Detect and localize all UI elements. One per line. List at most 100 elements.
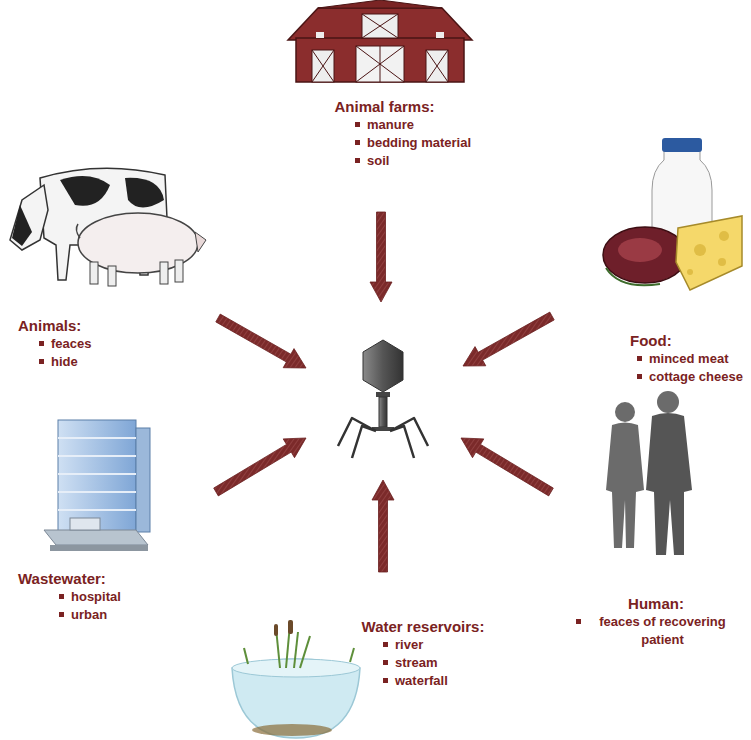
food-illustration-part: [606, 268, 660, 285]
food-illustration-part: [694, 244, 706, 256]
source-item: waterfall: [382, 672, 508, 690]
hospital-building-illustration-part: [58, 438, 136, 510]
source-item: hide: [38, 353, 128, 371]
arrow: [214, 438, 306, 496]
arrow: [372, 480, 394, 572]
bacteriophage-icon-part: [338, 418, 428, 458]
arrow: [216, 314, 306, 368]
source-item: bedding material: [354, 134, 473, 152]
people-silhouette-part: [606, 423, 644, 549]
water-reservoir-illustration-part-part: [294, 632, 298, 668]
barn-illustration-part: [296, 38, 464, 82]
source-list: feaces of recovering patient: [572, 613, 740, 649]
bacteriophage-icon-part-part: [352, 426, 376, 458]
water-reservoir-illustration: [232, 620, 360, 738]
source-list: manurebedding materialsoil: [296, 116, 473, 170]
source-list: minced meatcottage cheese: [630, 350, 745, 386]
people-silhouette-part: [657, 391, 679, 413]
cow-pig-illustration-part: [76, 224, 80, 238]
cow-pig-illustration-part: [108, 266, 116, 286]
source-item: minced meat: [636, 350, 745, 368]
source-heading: Animals:: [18, 316, 128, 335]
food-illustration-part: [719, 231, 729, 241]
source-item: manure: [354, 116, 473, 134]
source-heading: Wastewater:: [18, 569, 138, 588]
cow-pig-illustration-part: [125, 178, 164, 208]
arrow: [463, 312, 554, 366]
bacteriophage-icon-part: [363, 340, 403, 392]
source-heading: Water reservoirs:: [338, 617, 508, 636]
barn-illustration-part: [362, 14, 398, 38]
barn-illustration-part: [436, 32, 444, 38]
barn-illustration-part: [356, 46, 404, 82]
water-reservoir-illustration-part-part: [350, 648, 354, 662]
bacteriophage-icon-part: [379, 397, 387, 427]
barn-illustration-part: [288, 8, 472, 40]
food-illustration: [603, 138, 742, 290]
water-reservoir-illustration-part: [232, 659, 360, 738]
source-group: Animal farms:manurebedding materialsoil: [296, 97, 473, 170]
barn-illustration-part: [312, 50, 334, 82]
cow-pig-illustration-part: [12, 205, 32, 246]
bacteriophage-icon-part-part: [392, 418, 428, 446]
bacteriophage-icon: [338, 340, 428, 458]
cow-pig-illustration-part: [10, 185, 48, 250]
barn-illustration-part: [318, 0, 442, 8]
source-group: Wastewater:hospitalurban: [18, 569, 138, 624]
cow-pig-illustration-part: [175, 260, 183, 282]
food-illustration-part: [718, 258, 726, 266]
water-reservoir-illustration-part: [244, 624, 354, 668]
barn-illustration: [288, 0, 472, 82]
people-silhouette-part: [615, 402, 635, 422]
source-item: river: [382, 636, 508, 654]
water-reservoir-illustration-part: [232, 659, 360, 677]
people-silhouette: [606, 391, 692, 555]
cow-pig-illustration: [10, 168, 206, 286]
bacteriophage-icon-part: [376, 392, 390, 397]
arrow: [461, 438, 553, 496]
source-item: cottage cheese: [636, 368, 745, 386]
cow-pig-illustration-part: [160, 262, 168, 284]
barn-illustration-part: [426, 50, 448, 82]
source-group: Food:minced meatcottage cheese: [630, 331, 745, 386]
source-group: Water reservoirs:riverstreamwaterfall: [338, 617, 508, 690]
food-illustration-part: [662, 138, 702, 152]
food-illustration-part: [618, 238, 662, 262]
barn-illustration-part: [356, 46, 404, 82]
source-item: stream: [382, 654, 508, 672]
source-heading: Animal farms:: [296, 97, 473, 116]
hospital-building-illustration-part: [70, 518, 100, 530]
hospital-building-illustration-part-part: [58, 473, 136, 475]
cow-pig-illustration-part: [60, 176, 110, 206]
source-list: riverstreamwaterfall: [338, 636, 508, 690]
barn-illustration-part: [362, 14, 398, 38]
hospital-building-illustration-part: [58, 420, 136, 532]
hospital-building-illustration-part-part: [58, 437, 136, 439]
arrows: [214, 212, 555, 572]
food-illustration-part: [603, 227, 687, 283]
cow-pig-illustration-part: [195, 232, 206, 252]
barn-illustration-part: [362, 14, 398, 38]
water-reservoir-illustration-part: [274, 624, 278, 636]
people-silhouette-part: [646, 413, 692, 555]
barn-illustration-part: [356, 46, 404, 82]
water-reservoir-illustration-part-part: [300, 636, 310, 668]
food-illustration-part: [676, 216, 742, 290]
hospital-building-illustration-part: [50, 545, 148, 551]
source-heading: Food:: [630, 331, 745, 350]
source-item: feaces of recovering patient: [575, 613, 738, 649]
barn-illustration-part: [316, 32, 324, 38]
source-item: hospital: [58, 588, 138, 606]
hospital-building-illustration-part: [44, 530, 148, 545]
hospital-building-illustration-part-part: [58, 455, 136, 457]
source-heading: Human:: [572, 594, 740, 613]
hospital-building-illustration-part: [136, 428, 150, 532]
cow-pig-illustration-part: [90, 262, 98, 284]
hospital-building-illustration-part-part: [58, 509, 136, 511]
barn-illustration-part: [380, 46, 381, 82]
barn-illustration-part: [312, 50, 334, 82]
source-group: Human:feaces of recovering patient: [572, 594, 740, 649]
source-group: Animals:feaceshide: [18, 316, 128, 371]
source-item: urban: [58, 606, 138, 624]
food-illustration-part: [687, 269, 693, 275]
